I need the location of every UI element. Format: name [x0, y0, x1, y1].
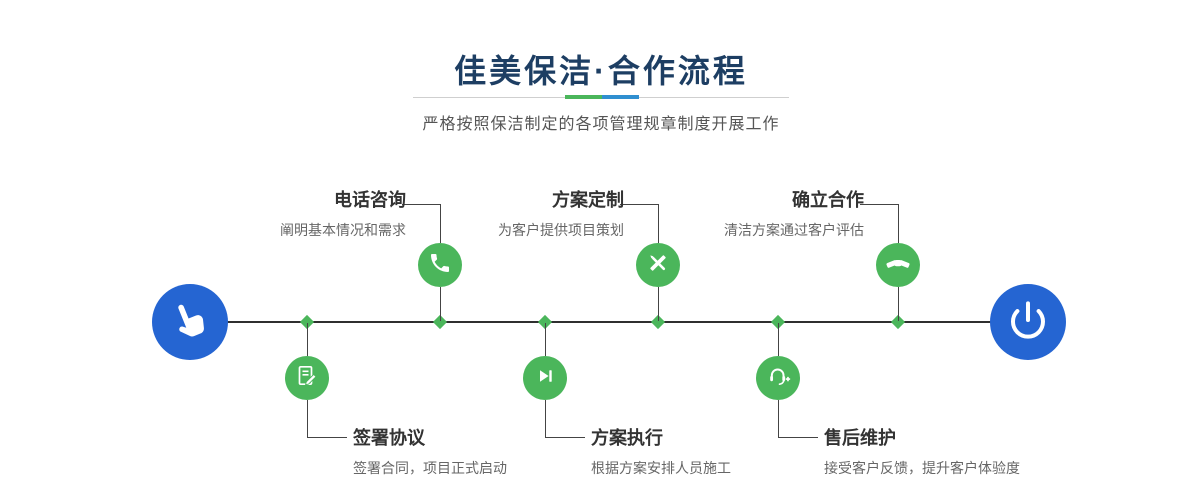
- connector-line: [860, 204, 898, 205]
- connector-line: [545, 437, 585, 438]
- connector-line: [545, 323, 546, 356]
- timeline-start-node: [152, 284, 228, 360]
- phone-icon: [428, 251, 452, 280]
- connector-line: [402, 204, 440, 205]
- play-icon: [533, 364, 557, 393]
- connector-line: [658, 204, 659, 243]
- step-label-phone-consult: 电话咨询 阐明基本情况和需求: [166, 188, 406, 239]
- connector-line: [898, 287, 899, 321]
- contract-icon: [295, 364, 319, 393]
- connector-line: [307, 323, 308, 356]
- connector-line: [778, 400, 779, 437]
- step-label-sign-agreement: 签署协议 签署合同，项目正式启动: [353, 426, 643, 477]
- page-subtitle: 严格按照保洁制定的各项管理规章制度开展工作: [422, 116, 780, 133]
- connector-line: [658, 287, 659, 321]
- connector-line: [545, 400, 546, 437]
- power-icon: [1008, 300, 1048, 345]
- connector-line: [307, 437, 347, 438]
- page-title: 佳美保洁·合作流程: [454, 53, 748, 89]
- step-label-plan-execute: 方案执行 根据方案安排人员施工: [591, 426, 881, 477]
- step-circle-after-sales: [756, 356, 800, 400]
- step-circle-sign-agreement: [285, 356, 329, 400]
- step-circle-establish-cooperation: [876, 243, 920, 287]
- step-title: 电话咨询: [334, 190, 406, 210]
- step-desc: 根据方案安排人员施工: [591, 460, 731, 476]
- step-desc: 阐明基本情况和需求: [280, 222, 406, 238]
- step-label-establish-cooperation: 确立合作 清洁方案通过客户评估: [624, 188, 864, 239]
- step-title: 签署协议: [353, 428, 425, 448]
- connector-line: [778, 323, 779, 356]
- design-tools-icon: [646, 251, 670, 280]
- step-desc: 接受客户反馈，提升客户体验度: [824, 460, 1020, 476]
- step-title: 方案执行: [591, 428, 663, 448]
- hand-pointer-icon: [162, 292, 219, 351]
- step-label-plan-design: 方案定制 为客户提供项目策划: [384, 188, 624, 239]
- step-circle-plan-design: [636, 243, 680, 287]
- step-circle-plan-execute: [523, 356, 567, 400]
- connector-line: [440, 287, 441, 321]
- step-desc: 签署合同，项目正式启动: [353, 460, 507, 476]
- step-title: 确立合作: [792, 190, 864, 210]
- timeline-axis: [190, 321, 1028, 323]
- handshake-icon: [885, 250, 911, 281]
- step-title: 售后维护: [824, 428, 896, 448]
- step-circle-phone-consult: [418, 243, 462, 287]
- step-title: 方案定制: [552, 190, 624, 210]
- headset-icon: [765, 363, 791, 394]
- connector-line: [440, 204, 441, 243]
- connector-line: [898, 204, 899, 243]
- step-desc: 清洁方案通过客户评估: [724, 222, 864, 238]
- step-label-after-sales: 售后维护 接受客户反馈，提升客户体验度: [824, 426, 1114, 477]
- step-desc: 为客户提供项目策划: [498, 222, 624, 238]
- timeline-end-node: [990, 284, 1066, 360]
- connector-line: [620, 204, 658, 205]
- title-divider-accent: [565, 95, 639, 99]
- connector-line: [307, 400, 308, 437]
- connector-line: [778, 437, 818, 438]
